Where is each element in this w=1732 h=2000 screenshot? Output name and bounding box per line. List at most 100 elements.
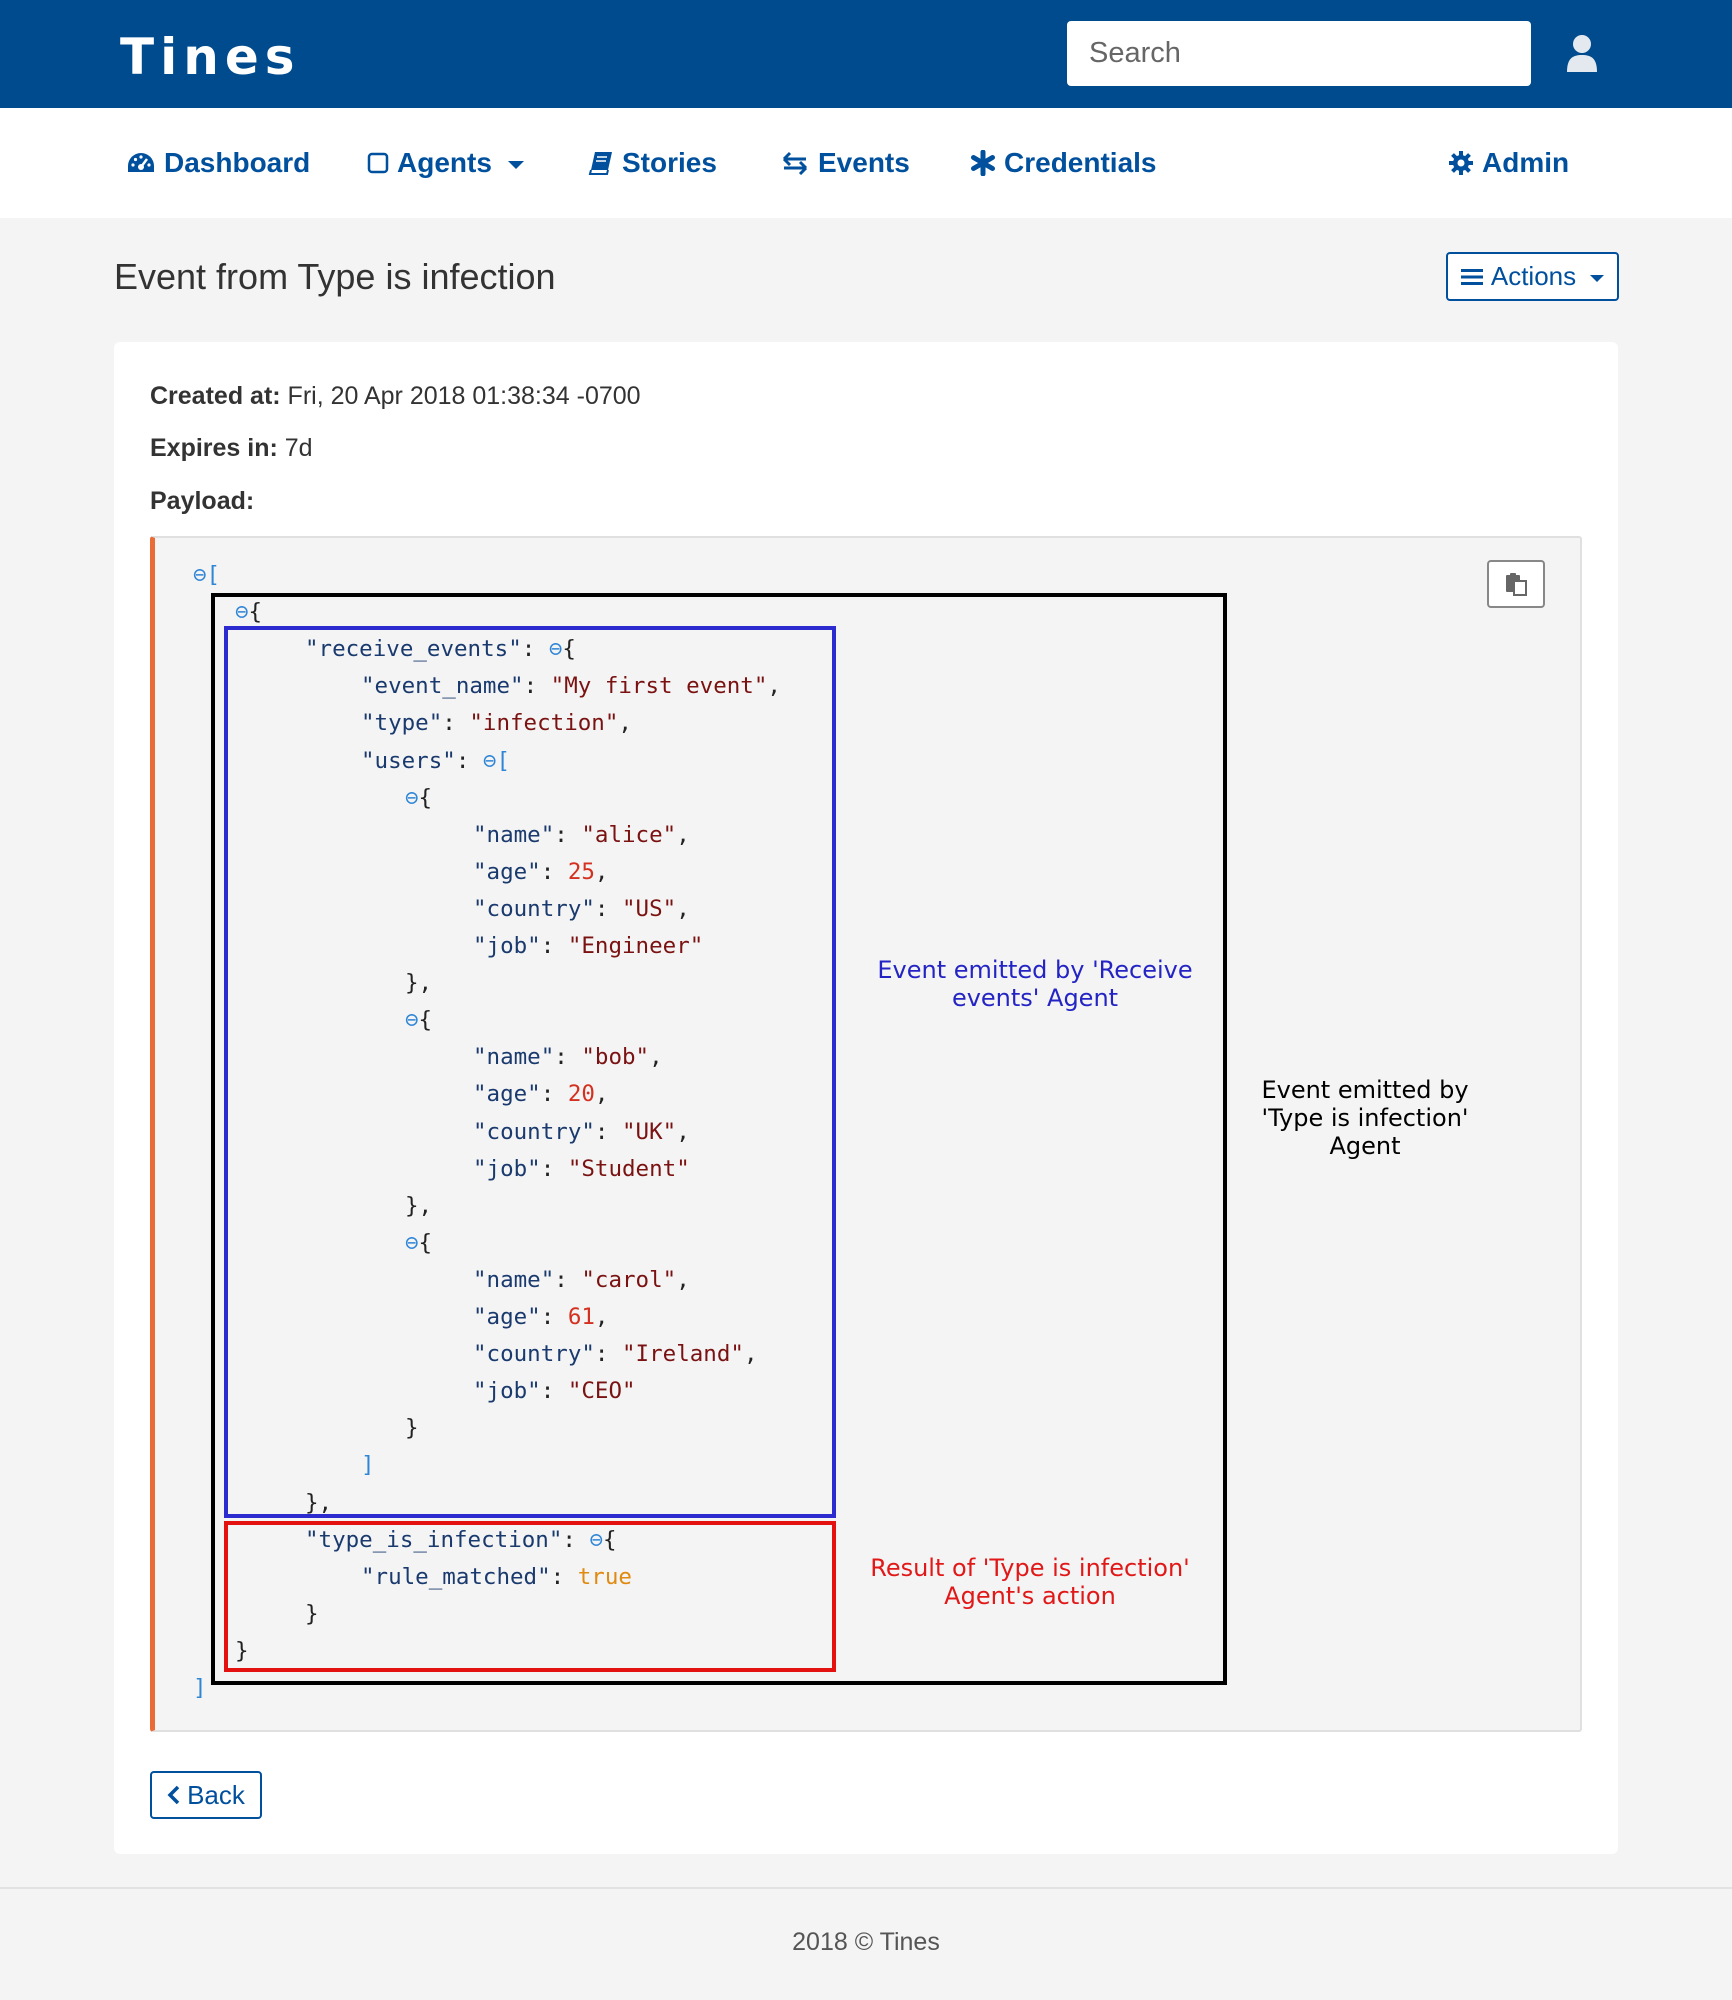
json-bracket: [	[206, 562, 221, 588]
json-line: },	[405, 1191, 432, 1221]
json-brace: {	[418, 784, 433, 811]
json-token: :	[594, 1118, 623, 1145]
json-line: "job": "CEO"	[473, 1376, 636, 1406]
nav-credentials-label: Credentials	[1004, 147, 1157, 178]
json-line: ]	[361, 1450, 375, 1480]
json-token: :	[455, 747, 483, 774]
json-token: ,	[618, 710, 632, 737]
nav-stories[interactable]: Stories	[588, 108, 717, 218]
type-is-infection-frame	[224, 1521, 836, 1672]
json-key: "name"	[473, 1044, 555, 1071]
collapse-toggle-icon[interactable]: ⊖	[405, 784, 419, 811]
json-brace: {	[562, 636, 576, 663]
json-brace: {	[248, 599, 263, 626]
json-key: "type"	[361, 710, 443, 737]
nav-dashboard-label: Dashboard	[164, 147, 311, 178]
expires-in-label: Expires in:	[150, 434, 278, 462]
json-brace: }	[405, 1415, 419, 1442]
json-key: "name"	[473, 1266, 555, 1293]
json-line: },	[305, 1488, 332, 1518]
nav-agents[interactable]: Agents	[367, 108, 524, 218]
json-brace: }	[235, 1637, 249, 1664]
nav-stories-label: Stories	[622, 147, 717, 178]
json-key: "name"	[473, 821, 555, 848]
json-bracket: ]	[193, 1675, 207, 1701]
json-key: "rule_matched"	[361, 1563, 551, 1590]
exchange-icon	[782, 151, 808, 175]
json-token: :	[554, 1044, 582, 1071]
nav-events[interactable]: Events	[780, 108, 910, 218]
json-line: }	[235, 1636, 249, 1666]
collapse-toggle-icon[interactable]: ⊖	[405, 1007, 419, 1034]
collapse-toggle-icon[interactable]: ⊖	[193, 562, 207, 588]
back-label: Back	[187, 1779, 245, 1810]
user-icon[interactable]	[1565, 34, 1599, 74]
json-line: "job": "Engineer"	[473, 931, 703, 961]
json-line: "country": "US",	[473, 894, 690, 924]
type-is-infection-action-annotation: Result of 'Type is infection' Agent's ac…	[870, 1554, 1190, 1610]
gear-icon	[1449, 151, 1473, 175]
receive-events-frame	[224, 626, 836, 1518]
json-bracket: [	[496, 747, 511, 774]
json-token: :	[523, 673, 551, 700]
json-line: "name": "carol",	[473, 1265, 690, 1295]
json-line: ⊖[	[193, 560, 220, 590]
json-token: :	[540, 933, 568, 959]
json-token: ,	[767, 673, 781, 700]
event-card: Created at: Fri, 20 Apr 2018 01:38:34 -0…	[114, 342, 1618, 1854]
nav-admin-label: Admin	[1482, 147, 1570, 178]
json-key: "users"	[361, 747, 456, 774]
json-token: :	[562, 1526, 590, 1553]
json-brace: {	[418, 1229, 433, 1256]
collapse-toggle-icon[interactable]: ⊖	[548, 636, 563, 663]
payload-viewer: ⊖[⊖{"receive_events": ⊖{"event_name": "M…	[150, 536, 1582, 1732]
nav-credentials[interactable]: Credentials	[970, 108, 1157, 218]
json-bracket: ]	[361, 1452, 375, 1479]
json-brace: }	[305, 1489, 319, 1516]
json-line: "name": "bob",	[473, 1042, 663, 1072]
footer: 2018 © Tines	[792, 1928, 940, 1956]
json-string: "US"	[622, 895, 677, 922]
json-token: ,	[594, 858, 609, 885]
collapse-toggle-icon[interactable]: ⊖	[482, 747, 497, 774]
json-line: "rule_matched": true	[361, 1562, 632, 1592]
json-token: :	[442, 710, 470, 737]
json-token: :	[521, 636, 549, 663]
json-brace: {	[603, 1526, 617, 1553]
copy-button[interactable]	[1487, 560, 1545, 608]
json-token: ,	[649, 1044, 663, 1071]
nav-admin[interactable]: Admin	[1448, 108, 1569, 218]
json-string: "Ireland"	[622, 1341, 744, 1368]
collapse-toggle-icon[interactable]: ⊖	[235, 599, 249, 626]
json-token: ,	[594, 1081, 609, 1108]
json-token: :	[594, 895, 623, 922]
json-key: "job"	[473, 1378, 541, 1405]
json-token: :	[540, 858, 568, 885]
json-line: "type_is_infection": ⊖{	[305, 1525, 617, 1555]
json-line: "country": "UK",	[473, 1117, 690, 1147]
json-token: ,	[676, 821, 690, 848]
search-input[interactable]	[1067, 21, 1531, 86]
back-button[interactable]: Back	[150, 1771, 262, 1819]
json-line: ⊖{	[405, 1228, 432, 1258]
json-token: :	[540, 1155, 568, 1182]
payload-heading: Payload:	[150, 487, 254, 516]
tines-logo[interactable]: Tines	[120, 28, 301, 86]
created-at: Created at: Fri, 20 Apr 2018 01:38:34 -0…	[150, 382, 641, 411]
json-token: :	[540, 1081, 568, 1108]
nav-dashboard[interactable]: Dashboard	[126, 108, 310, 218]
json-key: "age"	[473, 1304, 541, 1330]
json-line: "age": 25,	[473, 857, 608, 887]
json-string: "alice"	[581, 821, 677, 848]
json-line: ⊖{	[405, 1005, 432, 1035]
collapse-toggle-icon[interactable]: ⊖	[405, 1229, 419, 1256]
json-token: ,	[676, 1118, 690, 1145]
footer-divider	[0, 1887, 1732, 1889]
json-string: "My first event"	[550, 673, 768, 700]
collapse-toggle-icon[interactable]: ⊖	[589, 1526, 604, 1553]
json-string: "Engineer"	[567, 933, 704, 959]
json-token: ,	[318, 1489, 333, 1516]
json-token: ,	[594, 1304, 609, 1330]
actions-button[interactable]: Actions	[1446, 252, 1619, 301]
json-token: ,	[418, 970, 433, 997]
